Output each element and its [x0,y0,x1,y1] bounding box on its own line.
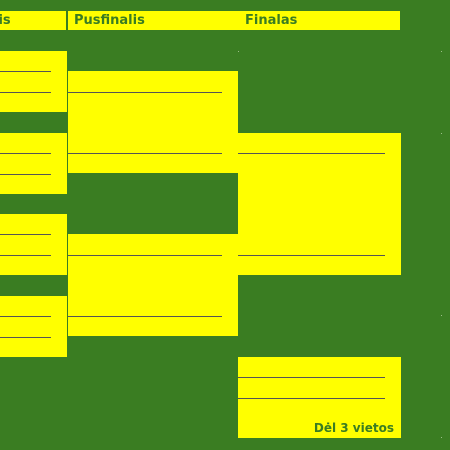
decor-dot [238,51,239,52]
quarterfinal-slot-line [0,255,51,256]
header-quarterfinals: lis [0,11,66,30]
header-final-label: Finalas [245,13,298,28]
semifinal-match-1 [68,71,238,173]
third-place-slot-line [238,377,385,378]
third-place-slot-line [238,398,385,399]
final-slot-line [238,255,385,256]
header-quarterfinals-label: lis [0,13,11,28]
decor-dot [441,437,442,438]
quarterfinal-slot-line [0,174,51,175]
quarterfinal-slot-line [0,234,51,235]
decor-dot [441,315,442,316]
quarterfinal-match-1 [0,51,67,112]
quarterfinal-slot-line [0,71,51,72]
header-semifinals: Pusfinalis [68,11,238,30]
quarterfinal-match-4 [0,296,67,357]
semifinal-slot-line [68,153,222,154]
header-semifinals-label: Pusfinalis [74,13,145,28]
semifinal-match-2 [68,234,238,336]
decor-dot [441,51,442,52]
final-slot-line [238,153,385,154]
semifinal-slot-line [68,255,222,256]
third-place-label: Dėl 3 vietos [313,421,394,435]
third-place-match: Dėl 3 vietos [238,357,401,438]
quarterfinal-slot-line [0,153,51,154]
quarterfinal-slot-line [0,337,51,338]
semifinal-slot-line [68,316,222,317]
decor-dot [441,133,442,134]
header-final: Finalas [238,11,400,30]
quarterfinal-match-2 [0,133,67,194]
semifinal-slot-line [68,92,222,93]
quarterfinal-slot-line [0,316,51,317]
final-match [238,133,401,275]
quarterfinal-match-3 [0,214,67,275]
quarterfinal-slot-line [0,92,51,93]
